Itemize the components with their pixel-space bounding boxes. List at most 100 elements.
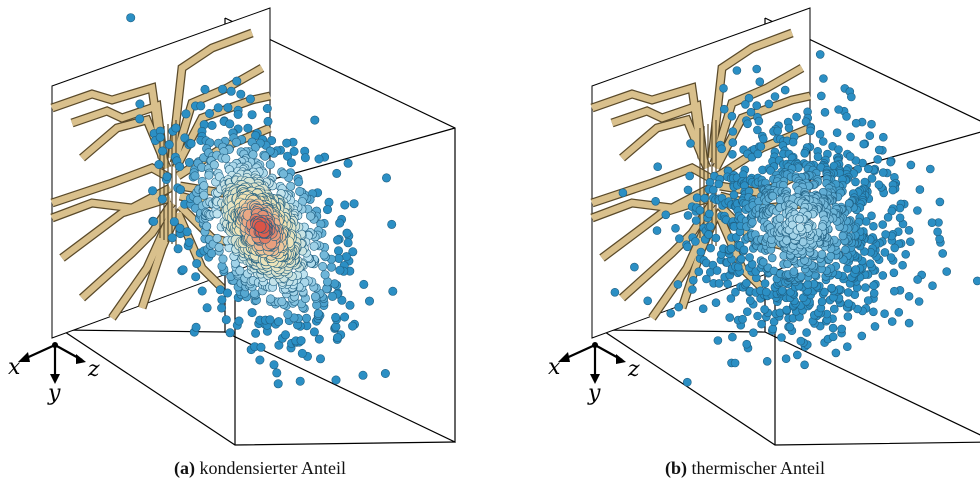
- atom-particle: [842, 342, 852, 352]
- atom-particle: [205, 109, 215, 119]
- atom-particle: [233, 109, 243, 119]
- atom-particle: [817, 297, 827, 306]
- atom-particle: [818, 137, 828, 146]
- atom-particle: [245, 94, 255, 104]
- atom-particle: [800, 149, 810, 158]
- atom-particle: [819, 74, 828, 83]
- atom-particle: [683, 185, 693, 195]
- atom-particle: [769, 317, 779, 327]
- atom-particle: [175, 223, 185, 233]
- atom-particle: [927, 218, 937, 227]
- atom-particle: [928, 281, 937, 291]
- atom-particle: [661, 210, 671, 220]
- atom-particle: [247, 308, 257, 318]
- atom-particle: [942, 267, 952, 276]
- atom-particle: [768, 324, 778, 334]
- atom-particle: [878, 220, 888, 229]
- axis-triad: [556, 340, 628, 386]
- atom-particle: [343, 238, 353, 248]
- atom-particle: [381, 173, 391, 183]
- atom-particle: [213, 103, 223, 113]
- atom-particle: [265, 315, 275, 325]
- atom-particle: [618, 188, 628, 198]
- atom-particle: [752, 101, 761, 110]
- atom-particle: [186, 139, 196, 149]
- atom-particle: [225, 119, 235, 129]
- atom-particle: [760, 305, 769, 314]
- atom-particle: [331, 312, 341, 322]
- atom-particle: [887, 206, 897, 216]
- atom-particle: [280, 330, 290, 340]
- atom-particle: [727, 111, 737, 121]
- atom-particle: [843, 264, 852, 273]
- atom-particle: [878, 132, 888, 142]
- atom-particle: [802, 328, 811, 337]
- atom-particle: [199, 190, 209, 200]
- atom-particle: [878, 271, 888, 280]
- atom-particle: [777, 333, 786, 342]
- atom-particle: [717, 144, 726, 154]
- atom-particle: [741, 100, 750, 109]
- atom-particle: [184, 237, 194, 247]
- atom-particle: [273, 379, 283, 389]
- atom-particle: [904, 226, 914, 235]
- atom-particle: [834, 145, 843, 154]
- atom-particle: [730, 358, 740, 368]
- atom-particle: [845, 152, 855, 161]
- atom-particle: [692, 193, 702, 202]
- atom-particle: [846, 92, 856, 102]
- atom-particle: [297, 348, 307, 358]
- atom-particle: [149, 216, 159, 226]
- atom-particle: [869, 222, 878, 231]
- atom-particle: [295, 186, 305, 196]
- atom-particle: [199, 181, 209, 191]
- atom-particle: [781, 354, 791, 364]
- atom-particle: [221, 315, 231, 325]
- atom-particle: [915, 185, 925, 194]
- atom-particle: [322, 205, 332, 215]
- axis-y-label: y: [47, 381, 61, 406]
- atom-particle: [263, 116, 273, 126]
- atom-particle: [315, 354, 325, 364]
- atom-particle: [828, 323, 838, 333]
- atom-particle: [318, 261, 328, 271]
- atom-particle: [766, 166, 775, 175]
- atom-particle: [225, 328, 235, 338]
- atom-particle: [212, 233, 222, 243]
- atom-particle: [935, 197, 945, 207]
- atom-particle: [869, 281, 878, 290]
- atom-particle: [784, 123, 794, 133]
- atom-particle: [898, 260, 907, 270]
- atom-particle: [202, 221, 212, 231]
- atom-particle: [671, 224, 680, 233]
- atom-particle: [202, 303, 212, 313]
- atom-particle: [696, 247, 706, 257]
- atom-particle: [700, 194, 709, 203]
- atom-particle: [207, 248, 217, 258]
- atom-particle: [880, 309, 889, 319]
- atom-particle: [266, 294, 276, 304]
- atom-particle: [234, 316, 244, 326]
- atom-particle: [702, 274, 711, 284]
- atom-particle: [914, 297, 924, 306]
- atom-particle: [719, 84, 728, 93]
- atom-particle: [748, 217, 757, 227]
- atom-particle: [630, 262, 639, 272]
- axis-z-label: z: [87, 357, 100, 382]
- atom-particle: [301, 313, 311, 323]
- atom-particle: [764, 99, 774, 109]
- atom-particle: [235, 266, 245, 276]
- atom-particle: [843, 312, 853, 321]
- atom-particle: [743, 307, 752, 317]
- atom-particle: [859, 139, 869, 149]
- atom-particle: [770, 92, 780, 101]
- atom-particle: [789, 267, 799, 276]
- atom-particle: [803, 280, 813, 289]
- atom-particle: [340, 200, 350, 210]
- atom-particle: [319, 250, 329, 260]
- atom-particle: [688, 285, 697, 294]
- atom-particle: [889, 286, 899, 296]
- atom-particle: [759, 134, 768, 144]
- atom-particle: [334, 254, 344, 264]
- atom-particle: [348, 247, 358, 257]
